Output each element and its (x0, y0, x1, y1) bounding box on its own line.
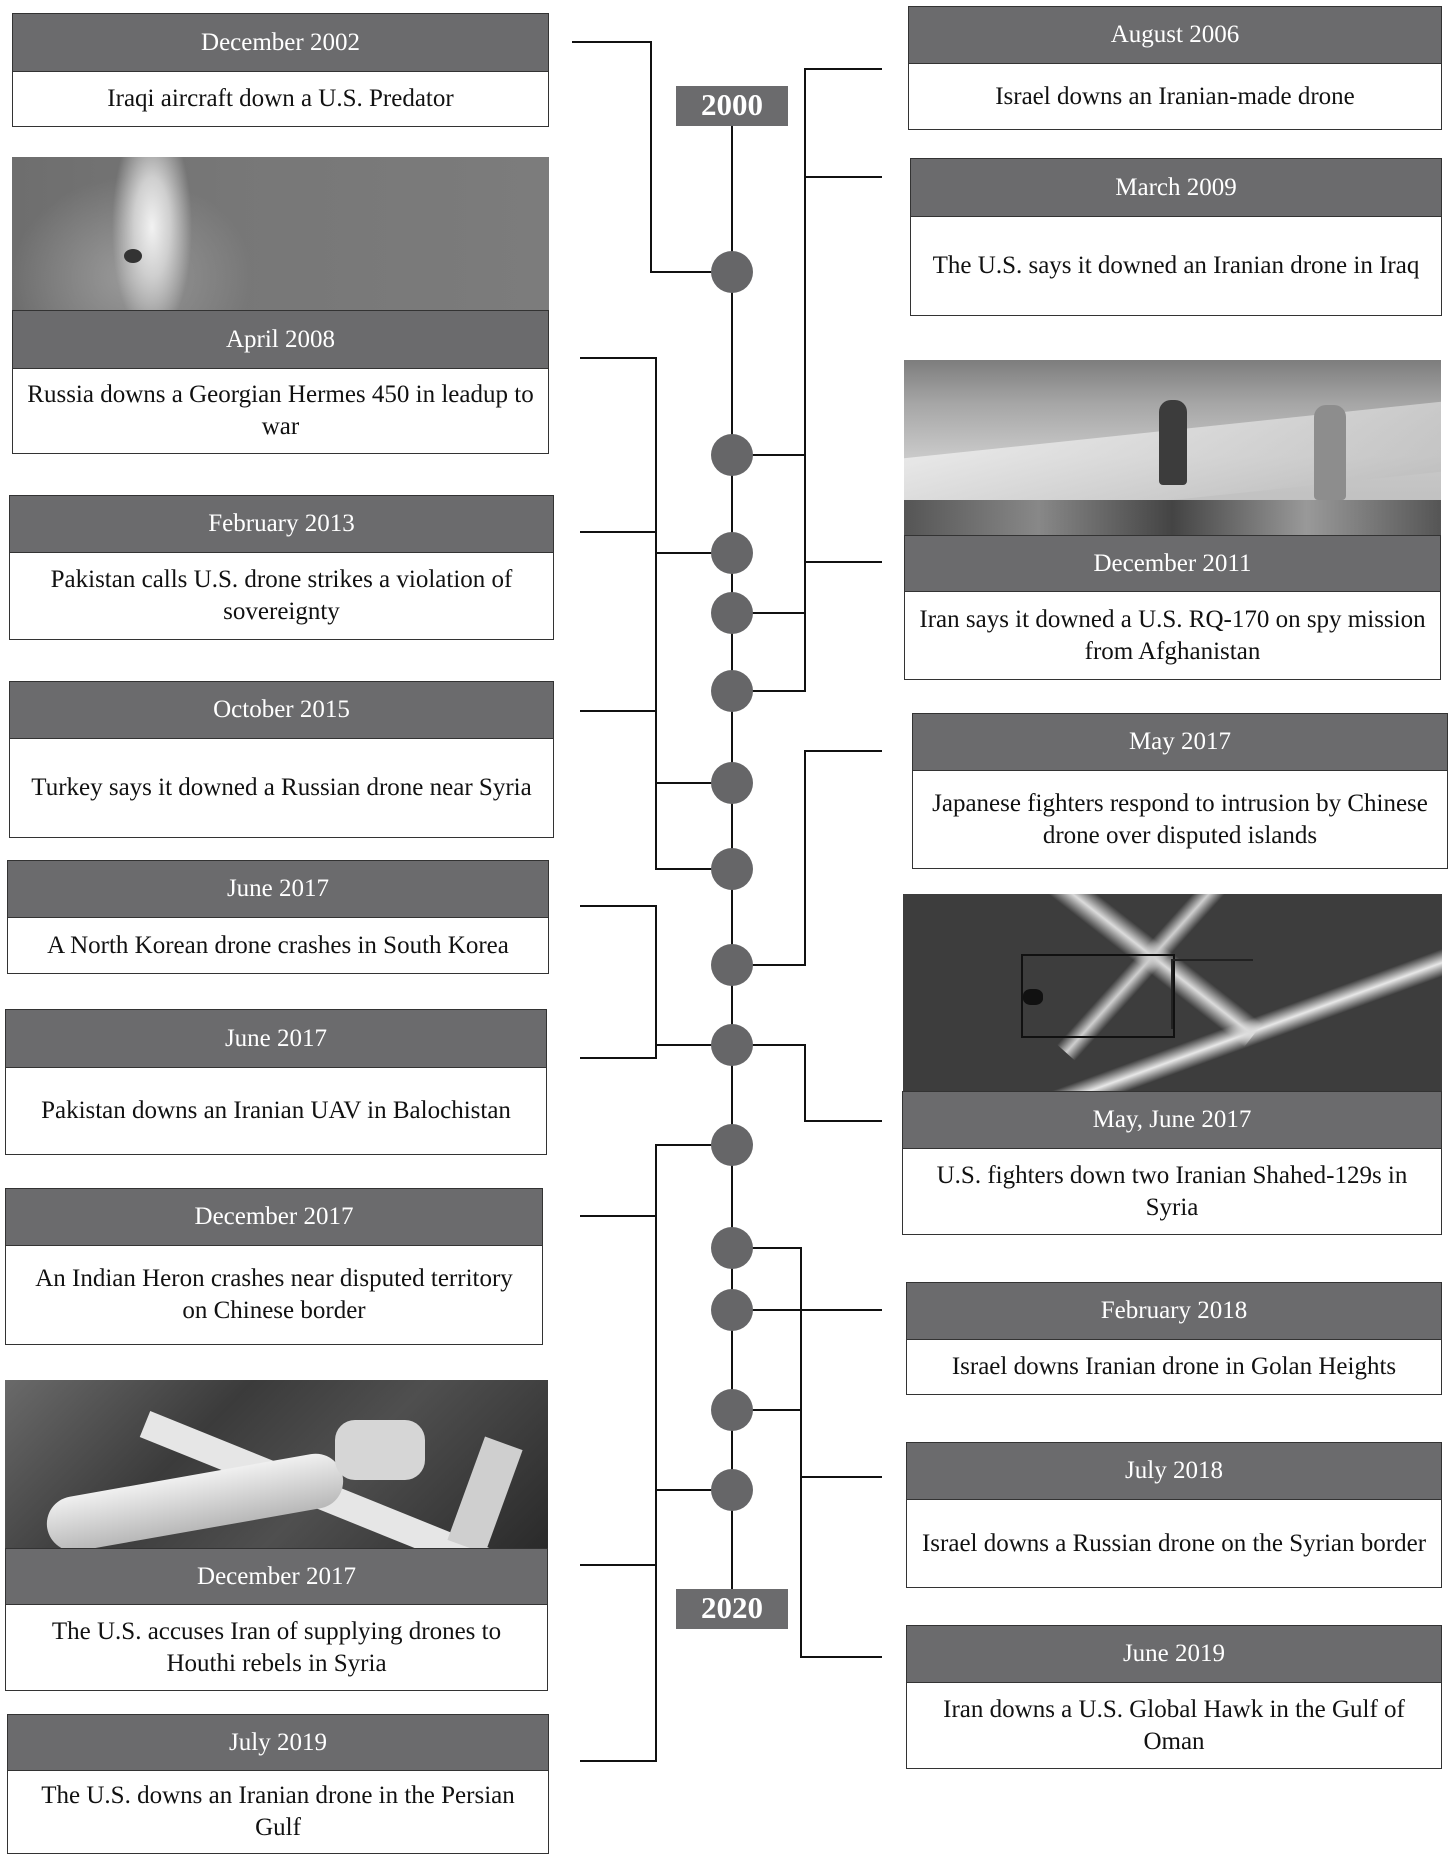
timeline-dot (711, 1389, 753, 1431)
year-start-badge: 2000 (676, 86, 788, 126)
event-date: June 2017 (6, 1010, 546, 1068)
event-card-aug-2006: August 2006 Israel downs an Iranian-made… (908, 6, 1442, 130)
photo-predator-drone (12, 157, 549, 310)
photo-shahed-drone-targeting (903, 894, 1442, 1091)
timeline-dot (711, 1124, 753, 1166)
timeline-dot (711, 1024, 753, 1066)
event-description: U.S. fighters down two Iranian Shahed-12… (936, 1161, 1408, 1221)
event-card-jun-2019: June 2019 Iran downs a U.S. Global Hawk … (906, 1625, 1442, 1769)
timeline-dot (711, 1227, 753, 1269)
timeline-dot (711, 592, 753, 634)
event-date: February 2013 (10, 496, 553, 553)
timeline-dot (711, 1469, 753, 1511)
event-card-jun-2017-pakistan: June 2017 Pakistan downs an Iranian UAV … (5, 1009, 547, 1155)
event-card-oct-2015: October 2015 Turkey says it downed a Rus… (9, 681, 554, 838)
event-card-may-june-2017: May, June 2017 U.S. fighters down two Ir… (902, 1091, 1442, 1235)
timeline-dot (711, 762, 753, 804)
event-card-dec-2002: December 2002 Iraqi aircraft down a U.S.… (12, 13, 549, 127)
timeline-dot (711, 670, 753, 712)
event-card-mar-2009: March 2009 The U.S. says it downed an Ir… (910, 158, 1442, 316)
event-description: Japanese fighters respond to intrusion b… (932, 789, 1428, 849)
event-description: Israel downs an Iranian-made drone (995, 82, 1355, 110)
event-description: Iran downs a U.S. Global Hawk in the Gul… (943, 1695, 1405, 1755)
timeline-dot (711, 532, 753, 574)
event-card-jul-2018: July 2018 Israel downs a Russian drone o… (906, 1442, 1442, 1588)
event-date: June 2019 (907, 1626, 1441, 1683)
event-card-feb-2018: February 2018 Israel downs Iranian drone… (906, 1282, 1442, 1395)
timeline-dot (711, 848, 753, 890)
event-date: December 2017 (6, 1189, 542, 1246)
photo-rq170-drone (904, 360, 1441, 535)
event-description: A North Korean drone crashes in South Ko… (47, 931, 509, 959)
event-description: The U.S. accuses Iran of supplying drone… (51, 1617, 502, 1677)
event-date: December 2002 (13, 14, 548, 72)
event-description: Iran says it downed a U.S. RQ-170 on spy… (919, 605, 1426, 665)
event-date: February 2018 (907, 1283, 1441, 1340)
year-end-badge: 2020 (676, 1589, 788, 1629)
timeline-dot (711, 251, 753, 293)
event-date: June 2017 (8, 861, 548, 918)
timeline-dot (711, 1289, 753, 1331)
event-card-feb-2013: February 2013 Pakistan calls U.S. drone … (9, 495, 554, 640)
event-card-jul-2019: July 2019 The U.S. downs an Iranian dron… (7, 1714, 549, 1854)
event-card-jun-2017-north-korea: June 2017 A North Korean drone crashes i… (7, 860, 549, 974)
event-date: December 2011 (905, 536, 1440, 592)
timeline-dot (711, 434, 753, 476)
event-card-dec-2017-houthi: December 2017 The U.S. accuses Iran of s… (5, 1548, 548, 1691)
event-date: August 2006 (909, 7, 1441, 64)
event-date: May 2017 (913, 714, 1447, 771)
timeline-dot (711, 944, 753, 986)
event-date: July 2019 (8, 1715, 548, 1771)
event-description: Iraqi aircraft down a U.S. Predator (107, 85, 454, 112)
event-date: April 2008 (13, 311, 548, 369)
event-description: An Indian Heron crashes near disputed te… (35, 1265, 513, 1324)
event-description: Israel downs Iranian drone in Golan Heig… (951, 1353, 1397, 1380)
event-date: October 2015 (10, 682, 553, 739)
event-date: May, June 2017 (903, 1092, 1441, 1149)
event-card-dec-2017-india: December 2017 An Indian Heron crashes ne… (5, 1188, 543, 1345)
event-description: Pakistan calls U.S. drone strikes a viol… (50, 566, 513, 625)
event-card-apr-2008: April 2008 Russia downs a Georgian Herme… (12, 310, 549, 454)
event-description: Israel downs a Russian drone on the Syri… (921, 1529, 1427, 1557)
event-description: Turkey says it downed a Russian drone ne… (31, 774, 532, 801)
photo-houthi-drone-wreckage (5, 1380, 548, 1548)
event-date: December 2017 (6, 1549, 547, 1605)
event-description: The U.S. downs an Iranian drone in the P… (41, 1782, 515, 1841)
event-date: July 2018 (907, 1443, 1441, 1500)
event-description: The U.S. says it downed an Iranian drone… (932, 252, 1420, 279)
event-date: March 2009 (911, 159, 1441, 217)
event-card-may-2017: May 2017 Japanese fighters respond to in… (912, 713, 1448, 869)
event-description: Pakistan downs an Iranian UAV in Balochi… (41, 1097, 511, 1124)
event-description: Russia downs a Georgian Hermes 450 in le… (27, 381, 534, 440)
event-card-dec-2011: December 2011 Iran says it downed a U.S.… (904, 535, 1441, 680)
